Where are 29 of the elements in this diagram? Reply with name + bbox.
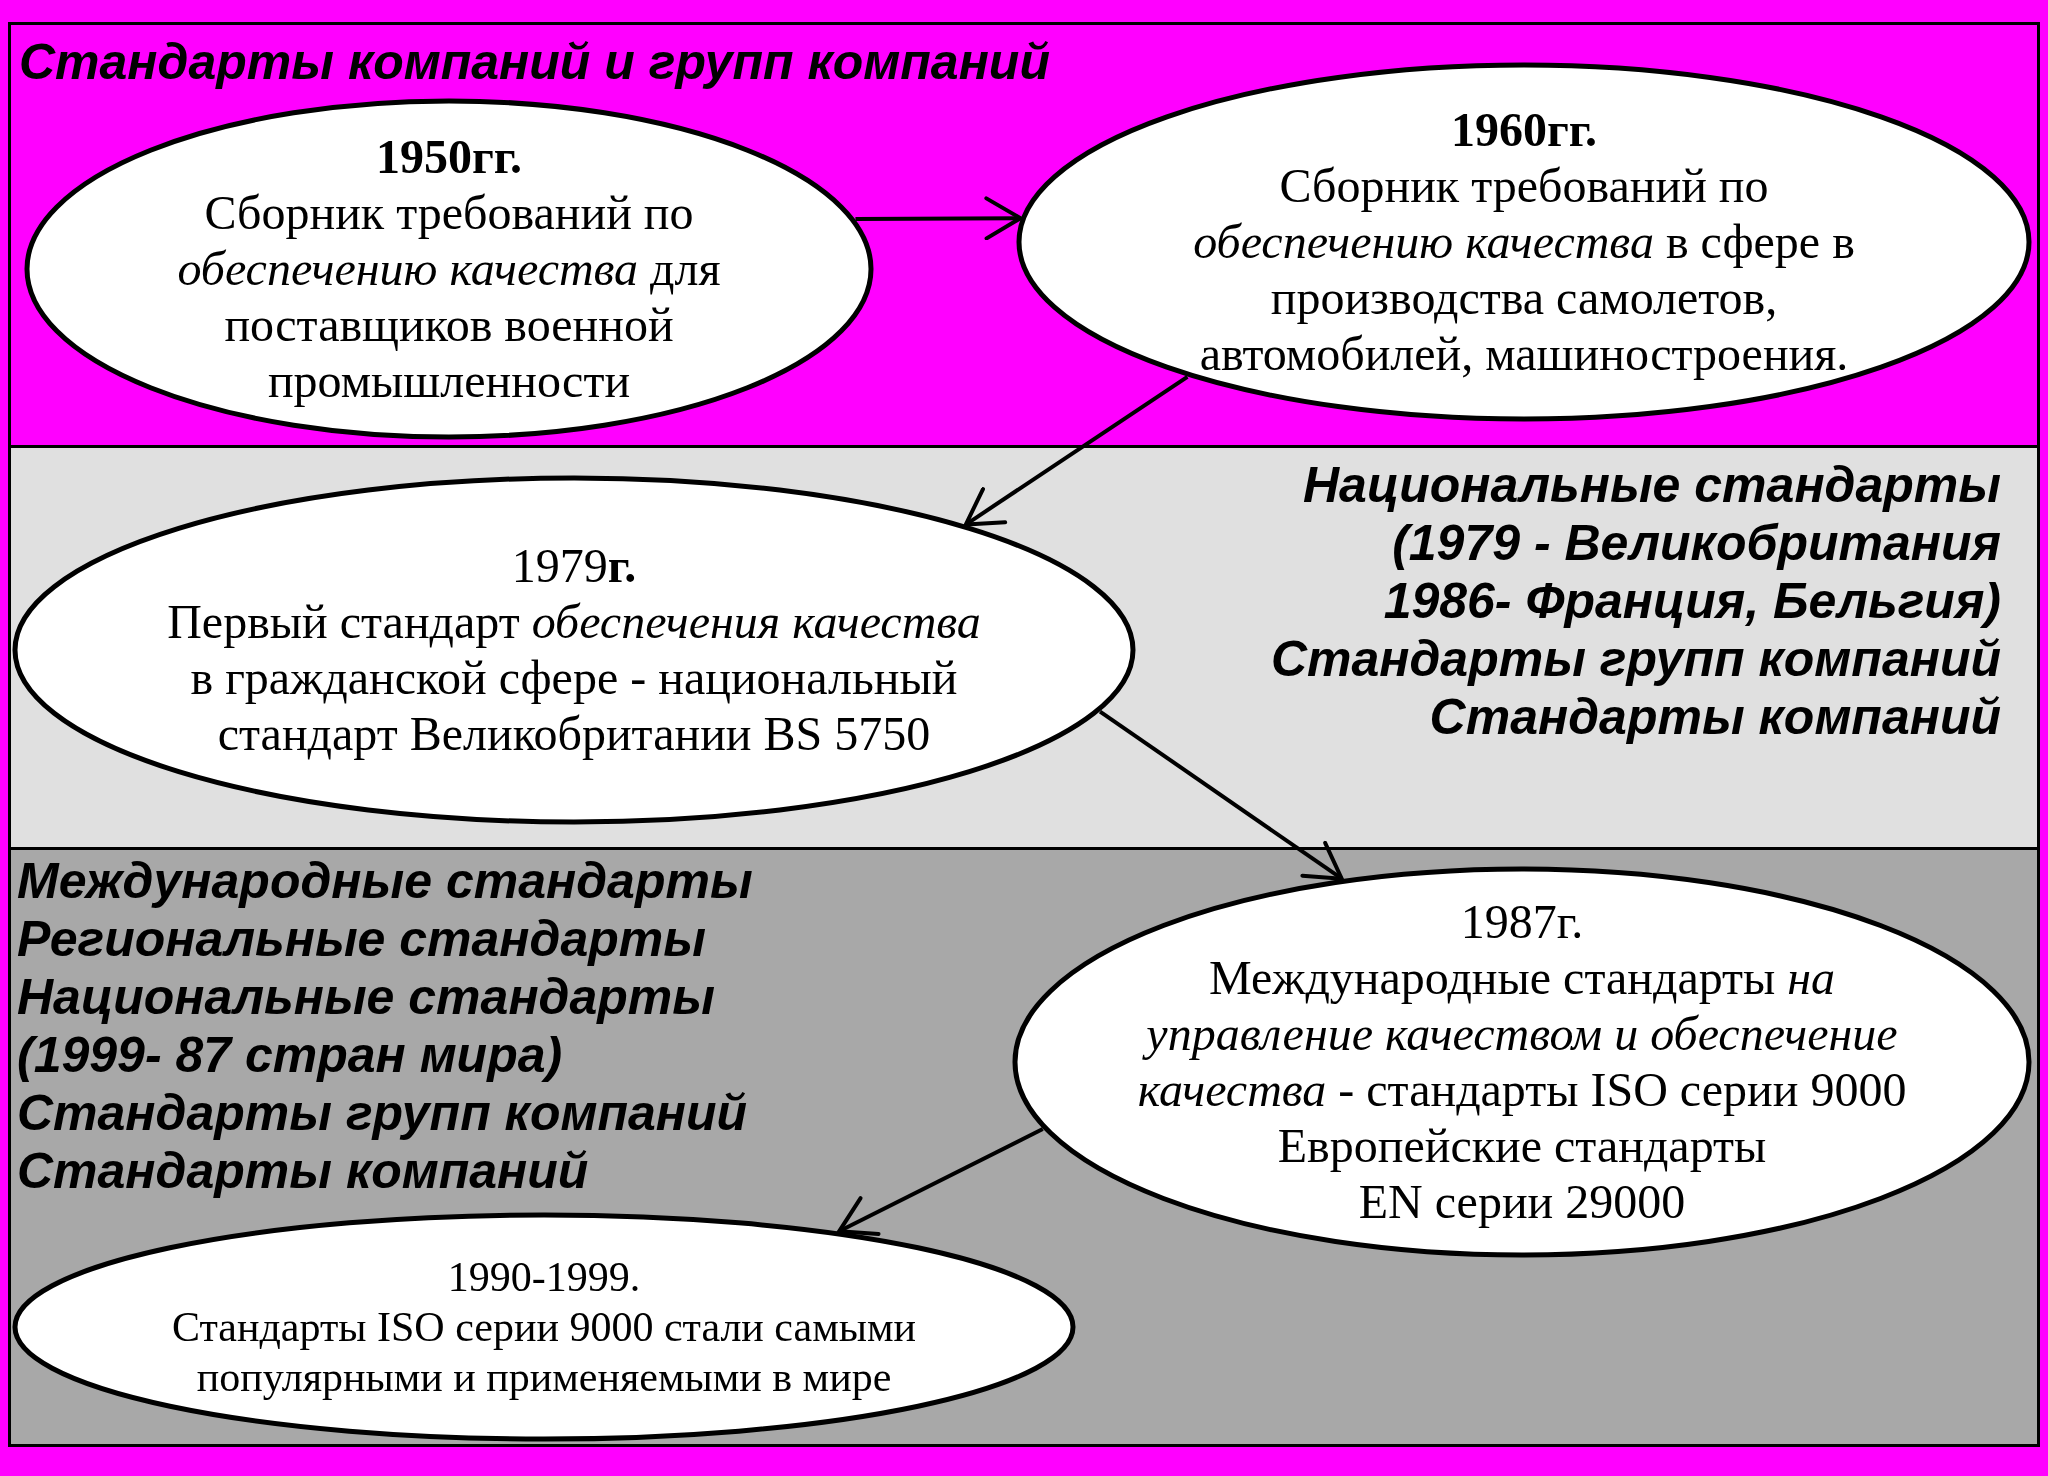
standard-level-label: (1999- 87 стран мира) [17, 1026, 563, 1084]
description-text: Международные стандарты на управление качеством и обеспечение качества - стандарты ISO серии 9000 [1136, 950, 1908, 1118]
description-text: Европейские стандарты EN серии 29000 [1276, 1118, 1768, 1230]
year-label: 1960гг. [1450, 102, 1598, 158]
description-text: Первый стандарт обеспечения качества в гражданской сфере - национальный стандарт Великобритании BS 5750 [166, 594, 982, 762]
band-panel [8, 445, 2040, 850]
standard-level-label: Региональные стандарты [17, 910, 706, 968]
year-label: 1987г. [1460, 894, 1584, 950]
arrow [855, 196, 1023, 241]
arrow [963, 375, 1189, 527]
standard-level-label: Национальные стандарты [1303, 456, 2001, 514]
arrow [1098, 709, 1344, 881]
description-text: Стандарты ISO серии 9000 стали самыми популярными и применяемыми в мире [171, 1303, 917, 1402]
standard-level-label: Международные стандарты [17, 852, 753, 910]
standard-level-label: Стандарты компаний [17, 1142, 589, 1200]
description-text: Сборник требований по обеспечению качества в сфере в производства самолетов, автомобилей, машиностроения. [1192, 158, 1856, 382]
description-text: Сборник требований по обеспечению качества для поставщиков военной промышленности [176, 185, 722, 409]
year-label: 1950гг. [375, 129, 523, 185]
arrow [837, 1127, 1044, 1236]
standard-level-label: Стандарты групп компаний [17, 1084, 748, 1142]
standard-level-label: Национальные стандарты [17, 968, 715, 1026]
standard-level-label: (1979 - Великобритания 1986- Франция, Бельгия) [1382, 514, 2001, 630]
standard-level-label: Стандарты компаний [1429, 688, 2001, 746]
year-label: 1990-1999. [447, 1253, 641, 1302]
band-panel [8, 847, 2040, 1447]
band-heading: Стандарты компаний и групп компаний [19, 33, 1050, 91]
standard-level-label: Стандарты групп компаний [1270, 630, 2001, 688]
year-label: 1979г. [511, 538, 637, 594]
band-panel [8, 22, 2040, 448]
